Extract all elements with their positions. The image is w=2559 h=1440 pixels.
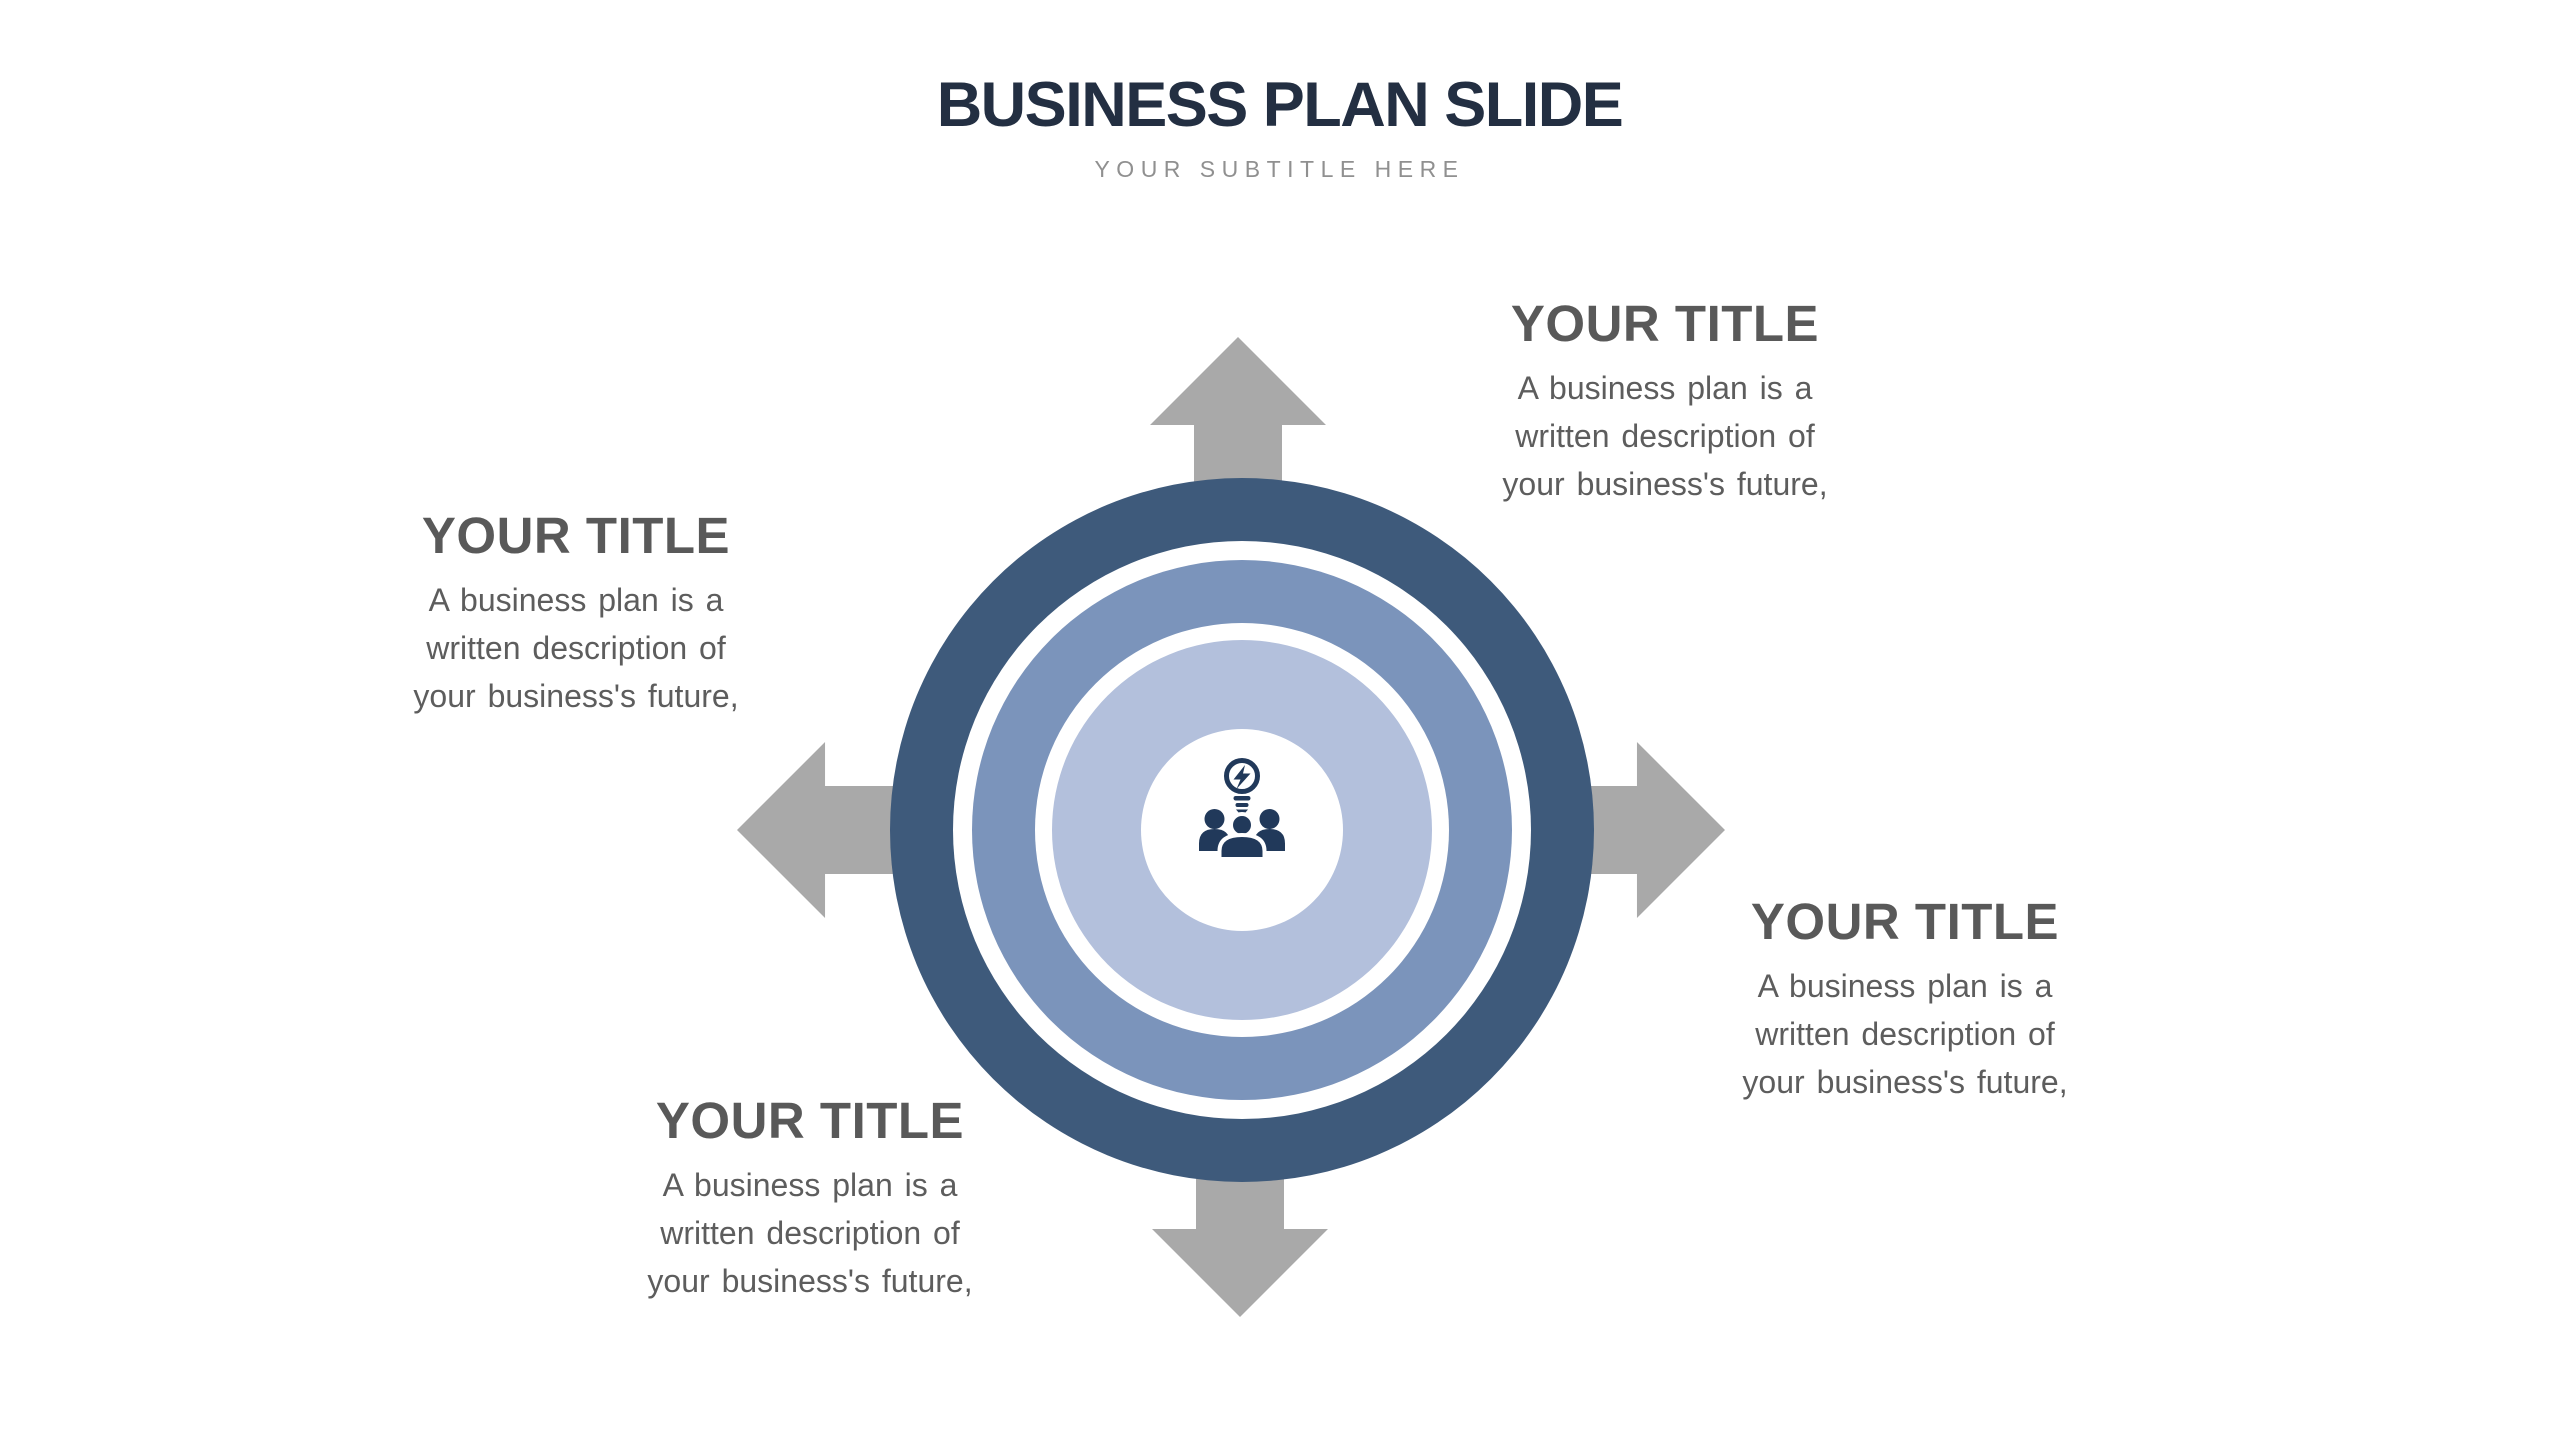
item-block-bottom-left: YOUR TITLE A business plan is a written … [590, 1093, 1030, 1305]
item-description: A business plan is a written description… [647, 1167, 973, 1299]
slide-header: BUSINESS PLAN SLIDE YOUR SUBTITLE HERE [0, 70, 2559, 184]
item-description: A business plan is a written description… [1502, 370, 1828, 502]
team-idea-icon [1199, 758, 1285, 860]
item-block-top-right: YOUR TITLE A business plan is a written … [1445, 296, 1885, 508]
slide-subtitle: YOUR SUBTITLE HERE [1094, 156, 1465, 182]
item-title: YOUR TITLE [1510, 295, 1820, 352]
item-description: A business plan is a written description… [1742, 968, 2068, 1100]
item-title: YOUR TITLE [421, 507, 731, 564]
item-description: A business plan is a written description… [413, 582, 739, 714]
item-title: YOUR TITLE [1750, 893, 2060, 950]
slide-title: BUSINESS PLAN SLIDE [936, 70, 1624, 140]
item-block-left: YOUR TITLE A business plan is a written … [356, 508, 796, 720]
item-title: YOUR TITLE [655, 1092, 965, 1149]
item-block-right: YOUR TITLE A business plan is a written … [1685, 894, 2125, 1106]
